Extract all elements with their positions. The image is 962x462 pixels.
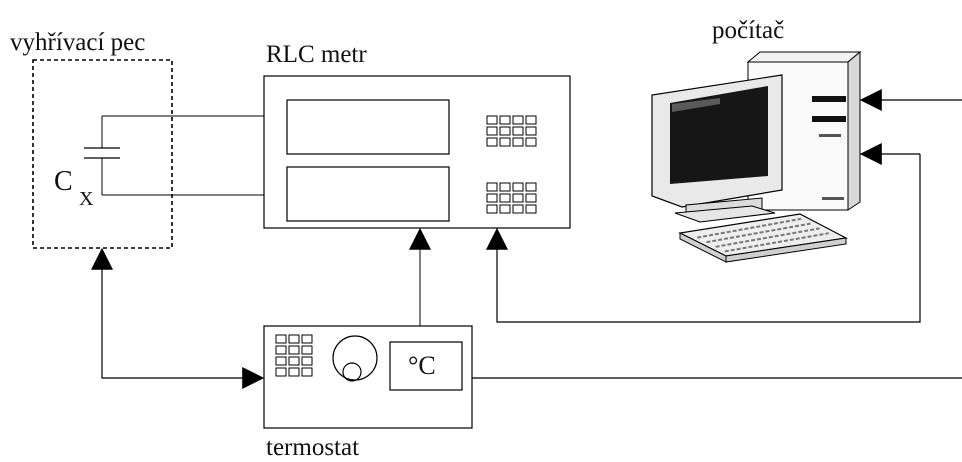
furnace-box: [32, 59, 173, 249]
keypad-key: [512, 115, 524, 125]
thermostat-display: [389, 341, 463, 391]
keypad-key: [512, 126, 524, 136]
rlc-meter-label: RLC metr: [266, 41, 367, 68]
connection-furnace-thermostat: [91, 247, 265, 389]
keypad-key: [512, 182, 524, 192]
computer-label: počítač: [712, 17, 784, 44]
keypad-key: [275, 334, 287, 344]
keypad-key: [525, 182, 537, 192]
keypad-key: [486, 182, 498, 192]
keypad-key: [512, 204, 524, 214]
connection-computer-rlc: [486, 154, 921, 323]
keypad-key: [275, 367, 287, 377]
keypad-key: [288, 345, 300, 355]
keypad-key: [288, 356, 300, 366]
keypad-key: [499, 137, 511, 147]
capacitor-subscript: X: [79, 188, 94, 210]
keypad-key: [525, 137, 537, 147]
keypad-key: [499, 204, 511, 214]
keypad-key: [525, 115, 537, 125]
furnace-label: vyhřívací pec: [10, 29, 145, 56]
keypad-key: [499, 193, 511, 203]
keypad-key: [301, 356, 313, 366]
keypad-key: [301, 345, 313, 355]
keypad-key: [512, 193, 524, 203]
keyboard-key-row: [724, 232, 829, 253]
thermostat-knob: [332, 335, 378, 382]
keypad-key: [499, 182, 511, 192]
keypad-key: [525, 126, 537, 136]
keypad-key: [301, 367, 313, 377]
capacitor-label: C: [54, 166, 73, 197]
keypad-key: [499, 126, 511, 136]
keypad-key: [275, 345, 287, 355]
rlc-meter: [263, 75, 571, 229]
thermostat-keypad: [275, 334, 313, 377]
rlc-display-bottom: [286, 166, 450, 222]
keypad-key: [486, 115, 498, 125]
keypad-key: [512, 137, 524, 147]
thermostat-degree-readout: °C: [408, 351, 436, 380]
keypad-key: [486, 193, 498, 203]
keypad-key: [499, 115, 511, 125]
keypad-key: [275, 356, 287, 366]
keypad-key: [301, 334, 313, 344]
keypad-key: [525, 204, 537, 214]
keypad-key: [525, 193, 537, 203]
keypad-key: [288, 334, 300, 344]
rlc-display-top: [286, 99, 450, 155]
thermostat-label: termostat: [266, 434, 359, 461]
computer-icon: [651, 50, 862, 263]
rlc-keypad-bottom: [486, 182, 537, 214]
keyboard-keys: [697, 217, 829, 253]
keypad-key: [486, 137, 498, 147]
keypad-key: [486, 204, 498, 214]
rlc-keypad-top: [486, 115, 537, 147]
keypad-key: [288, 367, 300, 377]
capacitor-cx: C X: [54, 116, 120, 210]
thermostat: °C: [263, 325, 473, 429]
keypad-key: [486, 126, 498, 136]
